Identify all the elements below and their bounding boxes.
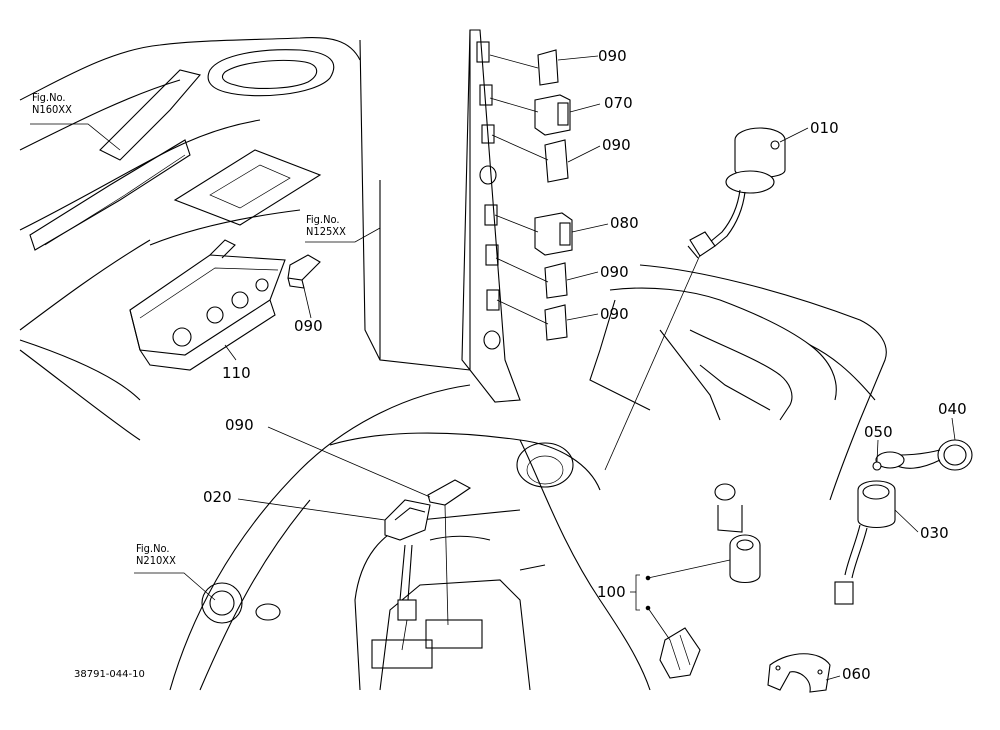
cover-090-lower [427, 479, 472, 506]
part-label-090-d: 090 [600, 305, 629, 323]
right-console-body [589, 264, 887, 501]
part-label-060: 060 [842, 665, 871, 683]
part-label-090-e: 090 [294, 317, 323, 335]
part-label-020: 020 [203, 488, 232, 506]
lighter-socket-100 [659, 483, 761, 679]
socket-010 [687, 127, 786, 259]
fig-ref-n210: Fig.No. N210XX [136, 543, 176, 567]
fig-ref-n125-line1: Fig.No. [306, 213, 340, 226]
left-dashboard-panel [19, 37, 471, 441]
leader-090-down [444, 504, 449, 626]
bracket-060 [767, 653, 831, 693]
leader-020-down [401, 619, 408, 651]
fig-ref-n160: Fig.No. N160XX [32, 92, 72, 116]
part-label-070: 070 [604, 94, 633, 112]
fig-ref-n125: Fig.No. N125XX [306, 214, 346, 238]
part-label-040: 040 [938, 400, 967, 418]
switch-panel-column [461, 29, 521, 403]
part-label-090-c: 090 [600, 263, 629, 281]
fig-ref-n160-line2: N160XX [32, 103, 72, 116]
cover-090-left [287, 254, 321, 289]
fig-ref-n210-line2: N210XX [136, 554, 176, 567]
callout-dot-100-a [645, 575, 651, 581]
part-label-090-b: 090 [602, 136, 631, 154]
socket-030-assembly [834, 439, 973, 605]
part-label-080: 080 [610, 214, 639, 232]
callout-leaders [30, 55, 956, 681]
fig-ref-n160-line1: Fig.No. [32, 91, 66, 104]
switch-020 [384, 499, 431, 621]
fig-ref-n210-line1: Fig.No. [136, 542, 170, 555]
fig-ref-n125-line2: N125XX [306, 225, 346, 238]
part-label-100: 100 [597, 583, 626, 601]
part-label-010: 010 [810, 119, 839, 137]
column-components [489, 49, 573, 341]
part-label-090-a: 090 [598, 47, 627, 65]
control-unit-110 [129, 239, 286, 371]
callout-dot-100-b [645, 605, 651, 611]
drawing-number: 38791-044-10 [74, 669, 145, 680]
part-label-090-f: 090 [225, 416, 254, 434]
part-label-030: 030 [920, 524, 949, 542]
part-label-110: 110 [222, 364, 251, 382]
lower-panel [169, 384, 651, 691]
part-label-050: 050 [864, 423, 893, 441]
